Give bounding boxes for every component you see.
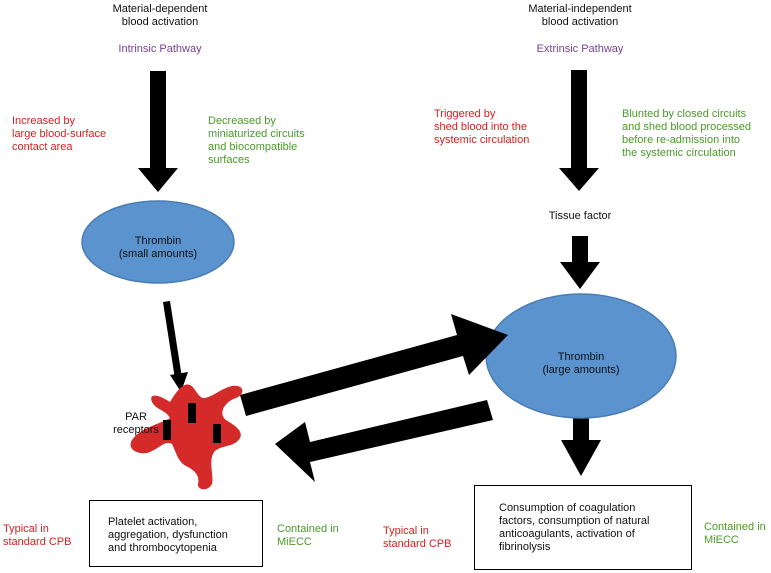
bottom-right-typical-note: Typical in standard CPB [383, 525, 452, 550]
tissue-factor-arrow [560, 236, 600, 289]
extrinsic-pathway-label: Extrinsic Pathway [536, 43, 624, 55]
thrombin-small-label: Thrombin (small amounts) [118, 235, 198, 260]
consumption-outcome-text: Consumption of coagulation factors, cons… [499, 502, 650, 553]
thrombin-large-label: Thrombin (large amounts) [542, 351, 620, 376]
par-receptor-left [163, 420, 171, 440]
par-receptors-label: PAR receptors [113, 411, 159, 436]
intrinsic-header: Material-dependent blood activation [112, 3, 208, 28]
consumption-arrow [561, 415, 601, 476]
intrinsic-down-arrow [138, 71, 178, 192]
bottom-left-contained-note: Contained in MiECC [277, 523, 339, 548]
thrombin-to-platelet-arrow-lower [275, 400, 493, 482]
thrombin-small-ellipse [81, 200, 235, 284]
extrinsic-down-arrow [559, 70, 599, 191]
platelet-to-thrombin-arrow [240, 314, 508, 416]
thrombin-to-platelet-arrow [163, 301, 188, 392]
bottom-right-contained-note: Contained in MiECC [704, 521, 766, 546]
platelet-outcome-box: Platelet activation, aggregation, dysfun… [89, 500, 263, 567]
par-receptor-right [213, 424, 221, 443]
bottom-left-typical-note: Typical in standard CPB [3, 523, 72, 548]
intrinsic-pathway-label: Intrinsic Pathway [118, 43, 202, 55]
consumption-outcome-box: Consumption of coagulation factors, cons… [474, 485, 692, 570]
platelet-outcome-text: Platelet activation, aggregation, dysfun… [108, 516, 228, 554]
platelet-shape [130, 384, 243, 490]
extrinsic-header: Material-independent blood activation [528, 3, 632, 28]
intrinsic-decreased-note: Decreased by miniaturized circuits and b… [208, 115, 305, 166]
tissue-factor-label: Tissue factor [548, 210, 612, 222]
extrinsic-blunted-note: Blunted by closed circuits and shed bloo… [622, 108, 752, 159]
intrinsic-increased-note: Increased by large blood-surface contact… [12, 115, 107, 153]
par-receptor-top [188, 403, 196, 423]
extrinsic-triggered-note: Triggered by shed blood into the systemi… [434, 108, 530, 146]
